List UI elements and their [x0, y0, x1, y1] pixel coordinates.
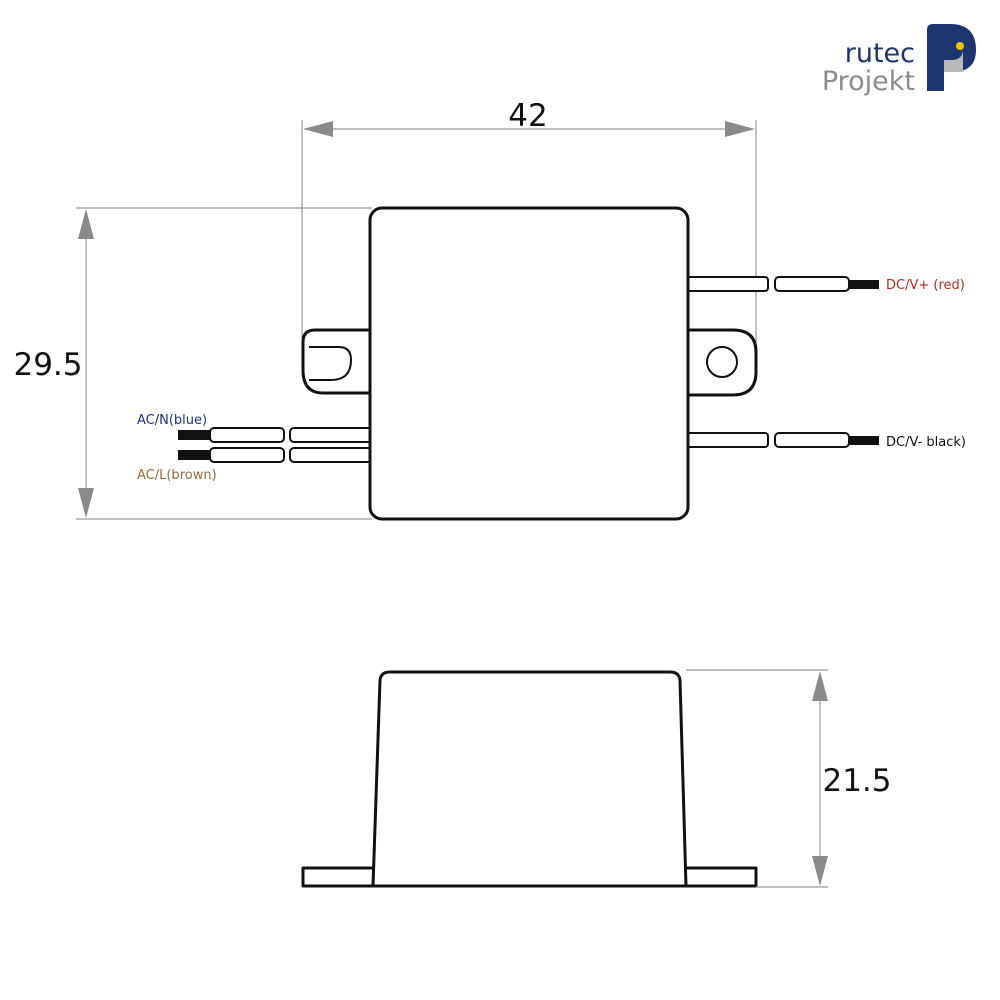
ac-n-sleeve-2	[289, 427, 373, 443]
width-dimension-label: 42	[508, 98, 547, 134]
dc-minus-label: DC/V- black)	[886, 435, 966, 450]
dc-plus-sleeve	[774, 276, 850, 292]
ac-l-sleeve-1	[209, 447, 285, 463]
dimension-arrow-up	[812, 671, 828, 701]
dimension-arrow-left	[303, 121, 333, 137]
depth-dimension-label: 29.5	[13, 347, 82, 383]
dimension-depth: 29.5	[13, 207, 372, 520]
left-mounting-tab	[301, 328, 374, 395]
top-view-body	[368, 206, 690, 521]
dimension-arrow-up	[78, 209, 94, 239]
dc-plus-label: DC/V+ (red)	[886, 278, 965, 293]
ac-n-label: AC/N(blue)	[137, 413, 207, 428]
dimension-arrow-down	[78, 488, 94, 518]
dc-minus-terminal	[685, 432, 769, 448]
dimension-width: 42	[301, 98, 757, 352]
ac-l-sleeve-2	[289, 447, 373, 463]
ac-l-label: AC/L(brown)	[137, 468, 217, 483]
dc-plus-terminal	[685, 276, 769, 292]
side-view	[301, 670, 758, 888]
logo-text-line2: Projekt	[822, 66, 915, 97]
ac-wires: AC/N(blue) AC/L(brown)	[137, 413, 373, 483]
logo-text-line1: rutec	[845, 38, 915, 69]
company-logo: rutec Projekt	[822, 24, 976, 97]
logo-p-icon	[927, 24, 976, 91]
right-mounting-tab	[684, 328, 758, 397]
side-view-body	[371, 670, 688, 888]
dimension-arrow-down	[812, 856, 828, 886]
side-view-left-flange	[301, 866, 377, 888]
side-view-right-flange	[682, 866, 758, 888]
mounting-hole	[706, 346, 738, 378]
dimension-arrow-right	[725, 121, 755, 137]
dimension-height: 21.5	[686, 669, 892, 888]
dc-wires: DC/V+ (red) DC/V- black)	[685, 276, 966, 450]
dc-minus-sleeve	[774, 432, 850, 448]
ac-n-sleeve-1	[209, 427, 285, 443]
height-dimension-label: 21.5	[822, 763, 891, 799]
